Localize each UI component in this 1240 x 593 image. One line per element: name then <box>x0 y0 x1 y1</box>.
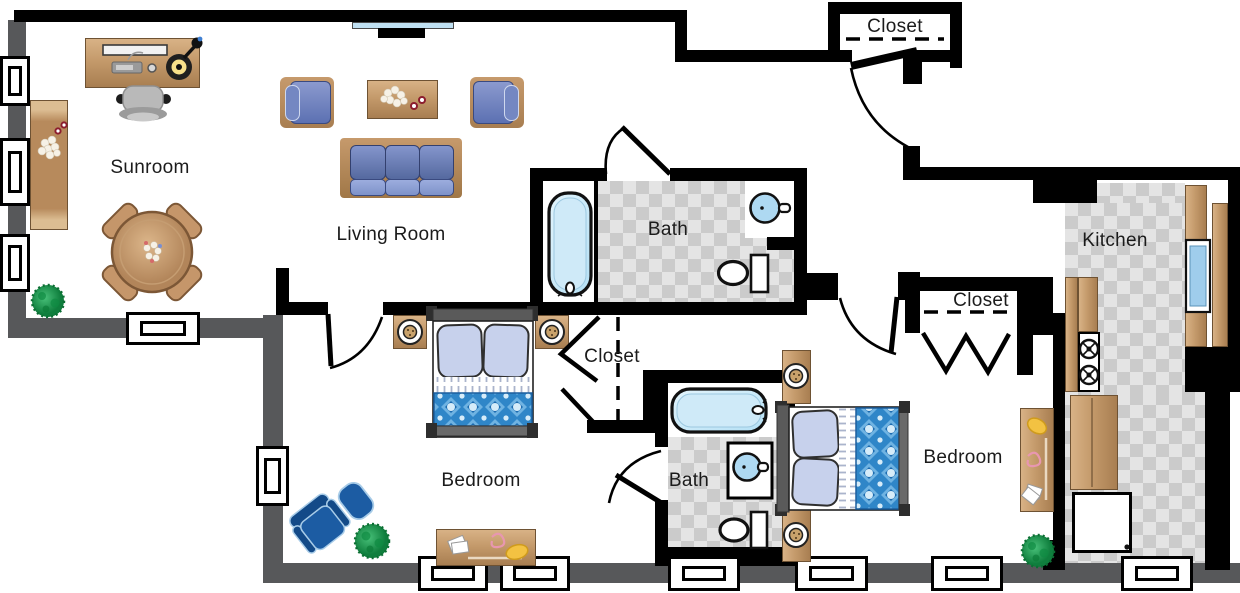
wall-segment <box>1033 180 1097 203</box>
wall-segment <box>920 50 962 62</box>
wall-segment <box>643 370 657 433</box>
bed-icon <box>775 401 910 516</box>
wall-segment <box>767 237 807 250</box>
desk-icon <box>1020 408 1054 512</box>
coffee-table-icon <box>367 80 438 119</box>
kitchen-counter <box>1065 277 1078 392</box>
room-label-bath-bottom: Bath <box>668 470 710 491</box>
wall-segment <box>1033 277 1053 335</box>
wall-segment <box>903 167 1240 180</box>
bathtub-icon <box>547 191 593 297</box>
wall-segment <box>276 268 289 315</box>
wall-segment <box>1053 313 1065 570</box>
kitchen-tile-floor <box>1097 183 1185 205</box>
nightstand-icon <box>782 350 811 404</box>
ottoman-icon <box>337 481 375 521</box>
wall-segment <box>655 383 668 447</box>
lounge-chair-icon <box>289 493 351 554</box>
console-table-icon <box>30 100 68 230</box>
bedroom1-door-icon <box>325 313 384 370</box>
window-icon <box>0 138 30 206</box>
plant-icon <box>30 283 66 319</box>
window-icon <box>256 446 289 506</box>
exterior-wall <box>263 315 283 570</box>
wall-segment <box>1228 167 1240 392</box>
room-label-kitchen: Kitchen <box>1082 230 1148 251</box>
exterior-wall <box>198 318 270 338</box>
wall-segment <box>670 168 807 181</box>
wall-segment <box>1017 277 1033 375</box>
wall-segment <box>1043 540 1065 570</box>
wall-segment <box>587 420 651 433</box>
exterior-wall <box>8 318 128 338</box>
wall-segment <box>903 277 1040 291</box>
window-icon <box>0 56 30 106</box>
wall-segment <box>903 50 922 84</box>
nightstand-icon <box>535 315 569 349</box>
bath2-tile-floor <box>668 437 782 549</box>
wall-segment <box>280 302 328 315</box>
desk-icon <box>85 38 200 88</box>
room-label-bath-top: Bath <box>647 219 689 240</box>
room-label-bedroom-right: Bedroom <box>923 447 1003 468</box>
wall-segment <box>14 10 687 22</box>
wall-segment <box>543 168 607 181</box>
nightstand-icon <box>393 315 427 349</box>
kitchen-counter <box>1078 277 1098 332</box>
wall-segment <box>828 2 962 14</box>
wall-segment <box>675 10 687 62</box>
nightstand-icon <box>782 508 811 562</box>
armchair-icon <box>470 77 524 128</box>
sofa-icon <box>340 138 462 198</box>
refrigerator-icon <box>1072 492 1132 553</box>
room-label-living-room: Living Room <box>336 224 446 245</box>
room-label-closet-hall: Closet <box>584 346 640 367</box>
exterior-wall <box>263 563 1240 583</box>
desk-icon <box>436 529 536 566</box>
wall-segment <box>905 291 920 333</box>
wall-segment <box>383 302 807 315</box>
armchair-icon <box>280 77 334 128</box>
dining-table-icon <box>101 202 203 302</box>
room-label-closet-bedroom2: Closet <box>953 290 1009 311</box>
kitchen-counter <box>1212 203 1228 347</box>
window-icon <box>931 556 1003 591</box>
office-chair-icon <box>116 85 171 122</box>
wall-segment <box>795 273 838 300</box>
wall-segment <box>1185 347 1240 392</box>
bath1-door-icon <box>604 125 672 176</box>
bath2-door-icon <box>607 449 662 505</box>
bathtub-icon <box>670 387 768 434</box>
wall-segment <box>530 168 543 313</box>
wall-segment <box>794 181 807 250</box>
kitchen-counter <box>1185 185 1207 347</box>
kitchen-counter <box>1070 395 1118 490</box>
bedroom2-door-icon <box>838 296 900 356</box>
plant-icon <box>353 522 391 560</box>
wall-segment <box>594 181 598 302</box>
wall-segment <box>1205 392 1230 570</box>
room-label-sunroom: Sunroom <box>110 157 190 178</box>
room-label-closet-entry: Closet <box>867 16 923 37</box>
window-icon <box>0 234 30 292</box>
tv-console-icon <box>378 28 425 38</box>
bath1-sink-alcove <box>745 181 794 238</box>
window-icon <box>126 312 200 345</box>
bed-icon <box>426 306 538 438</box>
stove-icon <box>1078 332 1100 392</box>
wall-segment <box>643 370 795 383</box>
room-label-bedroom-left: Bedroom <box>441 470 521 491</box>
wall-segment <box>828 2 840 62</box>
bifold-door-icon <box>921 331 1011 377</box>
wall-segment <box>655 500 668 560</box>
window-icon <box>668 556 740 591</box>
wall-segment <box>687 50 852 62</box>
window-icon <box>1121 556 1193 591</box>
